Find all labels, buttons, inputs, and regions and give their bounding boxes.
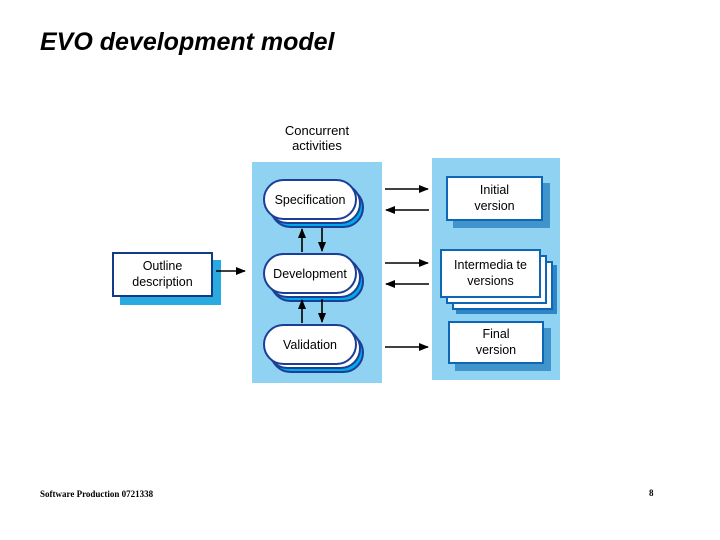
concurrent-activities-label: Concurrent activities — [248, 123, 386, 154]
outline-description-line1: Outline — [142, 258, 183, 273]
outline-description-line2: description — [132, 274, 193, 289]
final-version-line2: version — [475, 342, 517, 357]
specification-label: Specification — [274, 192, 346, 207]
initial-version-face: Initial version — [446, 176, 543, 221]
outline-description-face: Outline description — [112, 252, 213, 297]
intermediate-versions-face: Intermedia te versions — [440, 249, 541, 298]
final-version-face: Final version — [448, 321, 544, 364]
concurrent-label-line2: activities — [292, 138, 342, 154]
initial-version-line1: Initial — [479, 182, 510, 197]
page-number: 8 — [649, 488, 654, 498]
final-version-line1: Final — [482, 326, 510, 341]
outline-description-box: Outline description — [112, 252, 221, 305]
intermediate-versions-line1: Intermedia te — [454, 257, 527, 272]
development-box-face: Development — [263, 253, 357, 294]
validation-box-face: Validation — [263, 324, 357, 365]
concurrent-label-line1: Concurrent — [284, 123, 350, 138]
development-label: Development — [273, 266, 347, 281]
specification-box: Specification — [263, 179, 364, 228]
validation-box: Validation — [263, 324, 364, 373]
development-box: Development — [263, 253, 364, 302]
intermediate-versions-line2: versions — [467, 273, 514, 288]
page-title: EVO development model — [40, 28, 335, 56]
specification-box-face: Specification — [263, 179, 357, 220]
validation-label: Validation — [283, 337, 337, 352]
initial-version-line2: version — [474, 198, 515, 213]
footer-text: Software Production 0721338 — [40, 489, 154, 499]
